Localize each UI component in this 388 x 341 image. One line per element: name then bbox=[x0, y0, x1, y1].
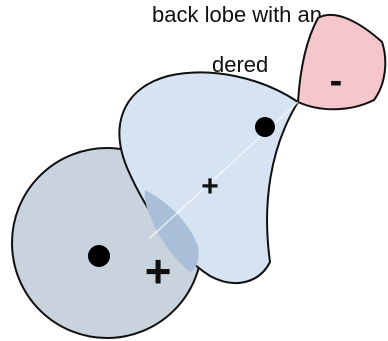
text-line-1: back lobe with an bbox=[152, 2, 322, 27]
overlap-region bbox=[144, 190, 199, 272]
sphere-nucleus-dot bbox=[88, 245, 110, 267]
front-lobe bbox=[296, 13, 387, 111]
small-sphere-sign: + bbox=[145, 245, 172, 297]
front-lobe-sign: - bbox=[330, 60, 343, 102]
back-lobe-sign: + bbox=[201, 170, 219, 203]
lobe-nucleus-dot bbox=[255, 117, 275, 137]
